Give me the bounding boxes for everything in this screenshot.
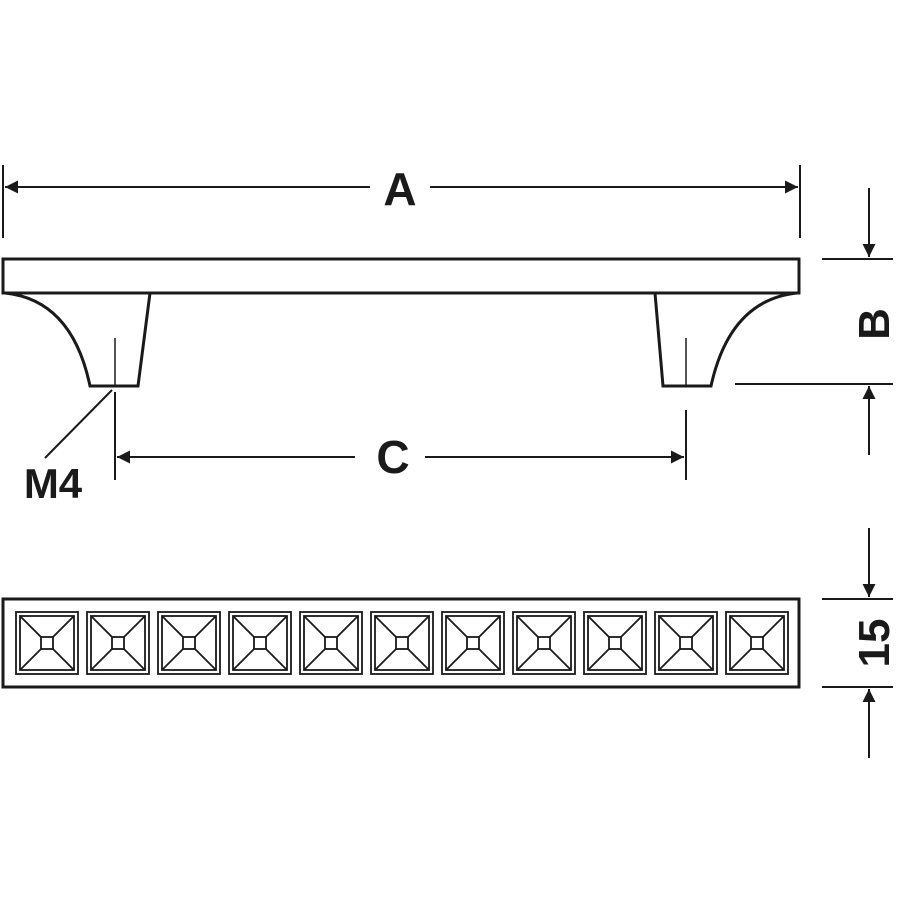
dimension-a (2, 165, 801, 238)
pattern-tile (86, 611, 150, 675)
dimension-c (114, 392, 687, 480)
handle-top-bar (1, 257, 801, 295)
handle-left-leg (4, 291, 152, 388)
pattern-tile (228, 611, 292, 675)
label-dimension-b: B (850, 308, 899, 340)
handle-side-view (1, 257, 801, 388)
pattern-tile (654, 611, 718, 675)
tile-pattern (15, 611, 789, 675)
pattern-tile (15, 611, 79, 675)
pattern-tile (512, 611, 576, 675)
pattern-tile (157, 611, 221, 675)
handle-right-leg (653, 291, 798, 388)
label-dimension-a: A (383, 163, 416, 215)
pattern-tile (583, 611, 647, 675)
dimension-15 (822, 528, 893, 758)
pattern-tile (441, 611, 505, 675)
label-thread-m4: M4 (24, 460, 83, 507)
pattern-tile (725, 611, 789, 675)
pattern-tile (299, 611, 363, 675)
label-dimension-c: C (376, 431, 409, 483)
pattern-tile (370, 611, 434, 675)
label-dimension-15: 15 (850, 619, 899, 668)
thread-leader-line (44, 389, 113, 459)
dimension-b (735, 188, 893, 455)
handle-top-view (1, 597, 801, 689)
